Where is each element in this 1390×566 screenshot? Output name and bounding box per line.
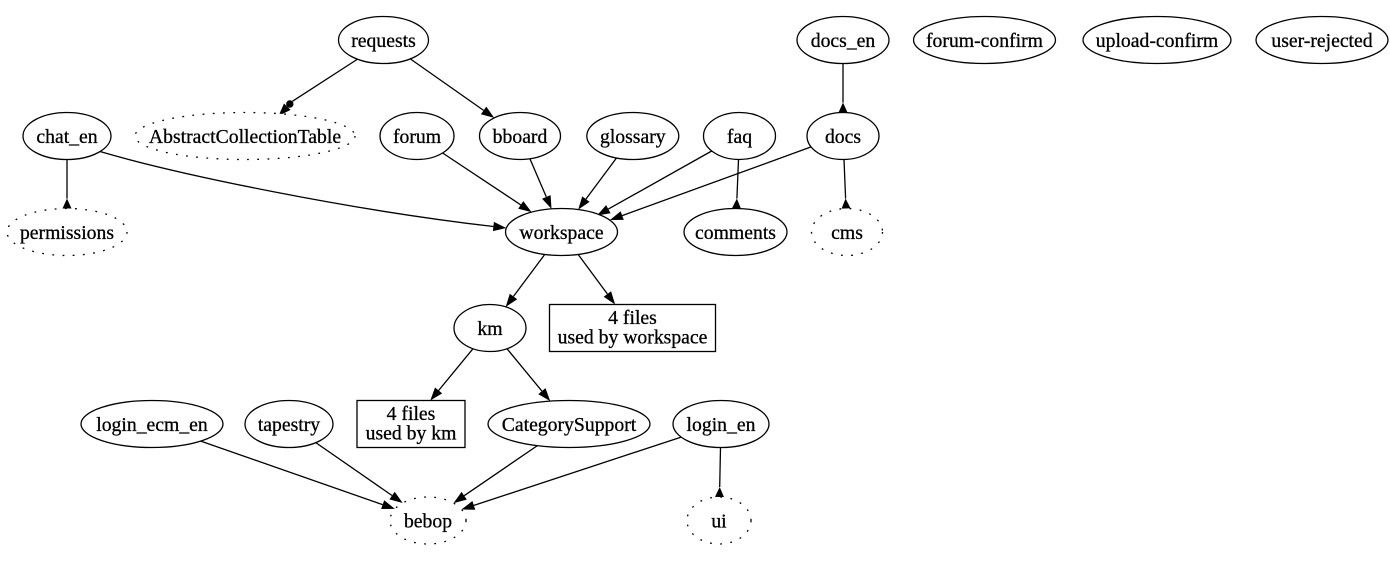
svg-text:forum: forum (393, 126, 441, 148)
svg-text:permissions: permissions (20, 222, 114, 244)
svg-text:user-rejected: user-rejected (1271, 30, 1372, 52)
svg-text:4 files: 4 files (387, 403, 436, 425)
svg-text:docs_en: docs_en (811, 30, 876, 52)
svg-text:chat_en: chat_en (36, 126, 97, 148)
svg-text:AbstractCollectionTable: AbstractCollectionTable (149, 126, 341, 148)
svg-text:login_ecm_en: login_ecm_en (96, 414, 208, 436)
svg-text:bboard: bboard (493, 126, 548, 148)
svg-text:login_en: login_en (687, 414, 756, 436)
svg-text:forum-confirm: forum-confirm (926, 30, 1043, 52)
svg-text:upload-confirm: upload-confirm (1096, 30, 1218, 52)
svg-text:used by workspace: used by workspace (558, 327, 708, 349)
svg-text:docs: docs (825, 126, 861, 148)
svg-text:cms: cms (831, 222, 863, 244)
svg-text:faq: faq (727, 126, 752, 148)
svg-text:comments: comments (695, 222, 776, 244)
svg-text:requests: requests (351, 30, 416, 52)
svg-text:tapestry: tapestry (258, 414, 320, 436)
svg-text:km: km (477, 318, 502, 340)
svg-text:CategorySupport: CategorySupport (502, 414, 637, 436)
svg-text:bebop: bebop (404, 510, 452, 532)
svg-text:glossary: glossary (600, 126, 666, 148)
svg-text:4 files: 4 files (608, 307, 657, 329)
svg-text:ui: ui (711, 510, 727, 532)
svg-text:used by km: used by km (366, 423, 457, 445)
svg-text:workspace: workspace (519, 222, 603, 244)
